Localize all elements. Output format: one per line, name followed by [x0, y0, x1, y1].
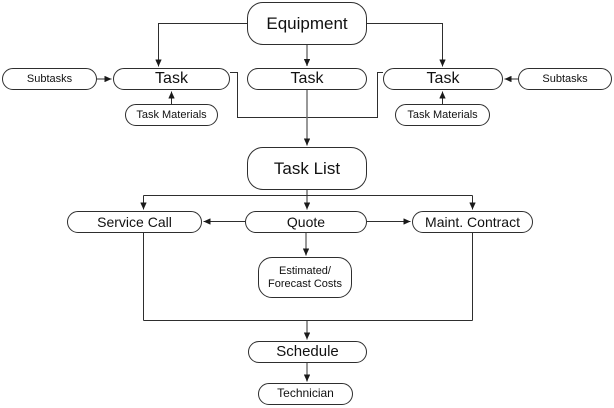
node-task-list: Task List: [247, 147, 367, 190]
node-equipment: Equipment: [247, 2, 367, 45]
node-subtasks-right: Subtasks: [518, 68, 612, 90]
node-service-call: Service Call: [67, 211, 202, 233]
edge-equipment-to-task-right: [367, 23, 446, 67]
node-task-materials-left: Task Materials: [125, 104, 218, 126]
node-service-call-label: Service Call: [97, 213, 172, 230]
node-estimated-costs-label: Estimated/ Forecast Costs: [268, 265, 342, 290]
node-technician: Technician: [258, 383, 353, 405]
node-equipment-label: Equipment: [266, 13, 348, 33]
node-maint-contract: Maint. Contract: [412, 211, 533, 233]
node-maint-contract-label: Maint. Contract: [425, 213, 520, 230]
node-task-center: Task: [247, 68, 367, 90]
node-task-materials-right: Task Materials: [395, 104, 490, 126]
node-subtasks-left: Subtasks: [2, 68, 97, 90]
node-task-left: Task: [113, 68, 230, 90]
node-task-left-label: Task: [155, 69, 188, 87]
node-schedule-label: Schedule: [276, 343, 339, 361]
edge-task-right-to-task-list: [307, 72, 383, 118]
node-task-right-label: Task: [426, 69, 460, 87]
node-task-center-label: Task: [290, 69, 324, 87]
node-estimated-costs-line2: Forecast Costs: [268, 277, 342, 290]
node-estimated-costs: Estimated/ Forecast Costs: [258, 257, 352, 298]
node-task-materials-right-label: Task Materials: [407, 108, 478, 121]
node-quote-label: Quote: [286, 213, 326, 230]
node-quote: Quote: [245, 211, 367, 233]
node-task-list-label: Task List: [273, 158, 341, 178]
node-subtasks-right-label: Subtasks: [542, 72, 588, 85]
node-task-right: Task: [383, 68, 503, 90]
node-estimated-costs-line1: Estimated/: [279, 264, 331, 277]
edge-equipment-to-task-left: [155, 23, 247, 67]
node-technician-label: Technician: [277, 386, 334, 401]
node-task-materials-left-label: Task Materials: [136, 108, 207, 121]
node-schedule: Schedule: [248, 341, 367, 363]
edge-task-left-to-task-list: [230, 72, 307, 118]
node-subtasks-left-label: Subtasks: [26, 72, 73, 85]
